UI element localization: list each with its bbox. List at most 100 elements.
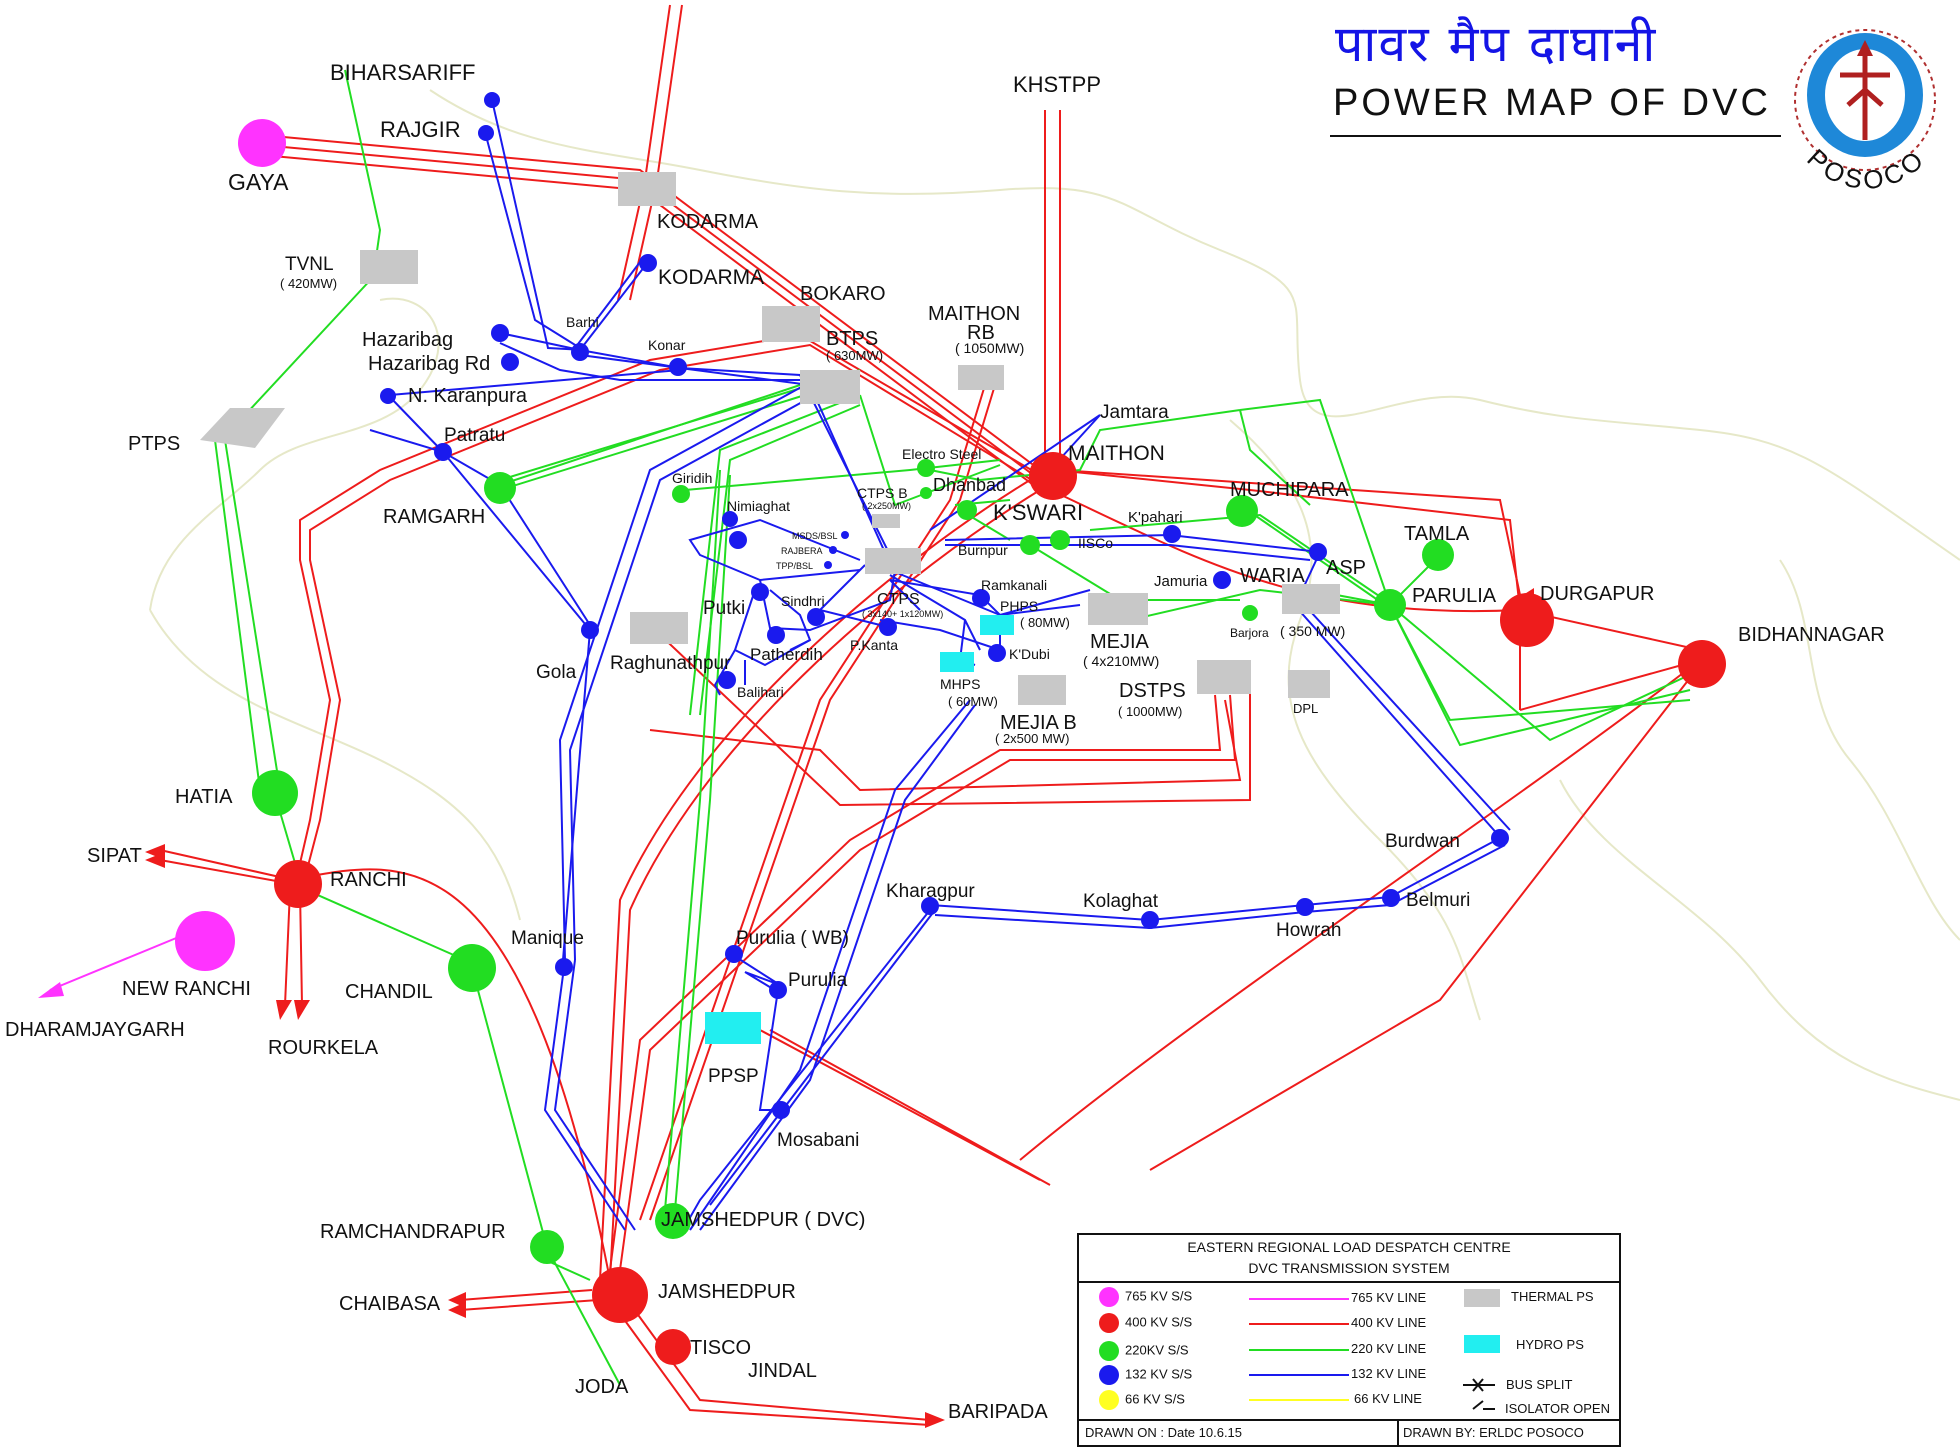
ramgarh-substation <box>484 472 516 504</box>
label-btps-cap: ( 630MW) <box>826 348 883 363</box>
kodarma-thermal <box>618 172 676 206</box>
label-dharamjaygarh: DHARAMJAYGARH <box>5 1019 185 1041</box>
legend-66kv-line-swatch <box>1249 1399 1349 1401</box>
burnpur-substation <box>1020 535 1040 555</box>
mejia-thermal <box>1088 593 1148 625</box>
legend-thermal-swatch <box>1464 1289 1500 1307</box>
legend-hydro-swatch <box>1464 1335 1500 1353</box>
ctps-thermal <box>865 548 921 574</box>
label-ramchandrapur: RAMCHANDRAPUR <box>320 1221 506 1243</box>
label-howrah: Howrah <box>1276 920 1341 941</box>
label-biharsariff: BIHARSARIFF <box>330 60 475 85</box>
label-ptps: PTPS <box>128 433 180 455</box>
durgapur-substation <box>1500 593 1554 647</box>
legend-220kv-dot <box>1099 1341 1119 1361</box>
label-rajgir: RAJGIR <box>380 117 461 142</box>
label-mejia-b-cap: ( 2x500 MW) <box>995 731 1069 746</box>
label-barhi: Barhi <box>566 314 599 330</box>
label-phps-cap: ( 80MW) <box>1020 615 1070 630</box>
drawn-on: DRAWN ON : Date 10.6.15 <box>1085 1425 1243 1440</box>
label-jamshedpur-dvc: JAMSHEDPUR ( DVC) <box>661 1209 865 1231</box>
label-mosabani: Mosabani <box>777 1130 859 1151</box>
label-konar: Konar <box>648 337 686 353</box>
label-putki: Putki <box>703 598 745 619</box>
label-chandil: CHANDIL <box>345 981 433 1003</box>
hydro-plants <box>705 615 1014 1044</box>
label-parulia: PARULIA <box>1412 585 1497 607</box>
label-burdwan: Burdwan <box>1385 831 1460 852</box>
substations-765kv <box>175 119 286 971</box>
label-hazaribag: Hazaribag <box>362 329 453 351</box>
maithon-substation <box>1029 452 1077 500</box>
label-hazaribag-rd: Hazaribag Rd <box>368 353 490 375</box>
legend-220kv-ss: 220KV S/S <box>1099 1341 1189 1361</box>
iisco-substation <box>1050 530 1070 550</box>
tisco-substation <box>655 1329 691 1365</box>
label-msds: MSDS/BSL <box>792 531 838 541</box>
label-jamuria: Jamuria <box>1154 573 1208 590</box>
label-btps: BTPS <box>826 328 878 350</box>
legend-400kv-line-swatch <box>1249 1323 1349 1325</box>
electro-steel-substation <box>917 459 935 477</box>
new-ranchi-substation <box>175 911 235 971</box>
label-ramkanali: Ramkanali <box>981 577 1047 593</box>
dpl-thermal <box>1288 670 1330 698</box>
label-mejia-cap: ( 4x210MW) <box>1083 653 1159 669</box>
label-kodarma-ss: KODARMA <box>658 266 764 289</box>
legend-132kv-ss: 132 KV S/S <box>1099 1365 1192 1385</box>
label-waria: WARIA <box>1240 565 1305 587</box>
label-barjora: Barjora <box>1230 626 1269 640</box>
chandil-substation <box>448 944 496 992</box>
ppsp-hydro <box>705 1012 761 1044</box>
label-ctps: CTPS <box>877 591 920 608</box>
legend-66kv-line: 66 KV LINE <box>1354 1391 1422 1406</box>
mhps-hydro <box>940 652 974 672</box>
label-burnpur: Burnpur <box>958 542 1008 558</box>
waria-thermal <box>1282 584 1340 614</box>
jamshedpur-dvc-substation <box>655 1203 691 1239</box>
giridih-substation <box>672 485 690 503</box>
tamla-substation <box>1422 539 1454 571</box>
label-kpahari: K'pahari <box>1128 509 1183 526</box>
label-kdubi: K'Dubi <box>1009 646 1050 662</box>
label-belmuri: Belmuri <box>1406 890 1470 911</box>
label-electro-steel: Electro Steel <box>902 446 981 462</box>
bidhannagar-substation <box>1678 640 1726 688</box>
legend-header-org: EASTERN REGIONAL LOAD DESPATCH CENTRE <box>1187 1239 1511 1255</box>
btps-thermal <box>800 370 860 404</box>
map-labels: BIHARSARIFF RAJGIR GAYA KHSTPP KODARMA K… <box>5 60 1885 1423</box>
label-jamshedpur: JAMSHEDPUR <box>658 1281 796 1303</box>
legend-isolator-open: ISOLATOR OPEN <box>1505 1401 1610 1416</box>
label-ctps-b: CTPS B <box>857 485 908 501</box>
label-iisco: IISCo <box>1078 535 1113 551</box>
gaya-substation <box>238 119 286 167</box>
label-rourkela: ROURKELA <box>268 1037 379 1059</box>
label-bidhannagar: BIDHANNAGAR <box>1738 624 1885 646</box>
legend-400kv-dot <box>1099 1313 1119 1333</box>
label-baripada: BARIPADA <box>948 1401 1048 1423</box>
dhanbad-substation <box>920 487 932 499</box>
label-tvnl: TVNL <box>285 254 334 275</box>
label-muchipara: MUCHIPARA <box>1230 479 1349 501</box>
legend-header: EASTERN REGIONAL LOAD DESPATCH CENTRE DV… <box>1079 1235 1619 1283</box>
thermal-plants <box>200 172 1340 705</box>
legend-header-system: DVC TRANSMISSION SYSTEM <box>1248 1260 1450 1276</box>
substations-400kv <box>274 452 1726 1365</box>
drawn-by: DRAWN BY: ERLDC POSOCO <box>1403 1425 1584 1440</box>
raghunathpur-thermal <box>630 612 688 644</box>
label-purulia: Purulia <box>788 970 848 991</box>
legend-132kv-dot <box>1099 1365 1119 1385</box>
label-patratu: Patratu <box>444 425 505 446</box>
label-new-ranchi: NEW RANCHI <box>122 978 251 1000</box>
label-waria-cap: ( 350 MW) <box>1280 623 1345 639</box>
label-sipat: SIPAT <box>87 845 142 867</box>
label-chaibasa: CHAIBASA <box>339 1293 441 1315</box>
ptps-thermal <box>200 408 285 448</box>
label-giridih: Giridih <box>672 470 712 486</box>
arrow-dharamjaygarh <box>38 982 64 998</box>
label-kodarma-ps: KODARMA <box>657 211 759 233</box>
label-dpl: DPL <box>1293 701 1318 716</box>
map-title-hindi: पावर मैप दाघानी <box>1335 15 1658 73</box>
jamshedpur-substation <box>592 1267 648 1323</box>
label-nkaranpura: N. Karanpura <box>408 385 528 407</box>
